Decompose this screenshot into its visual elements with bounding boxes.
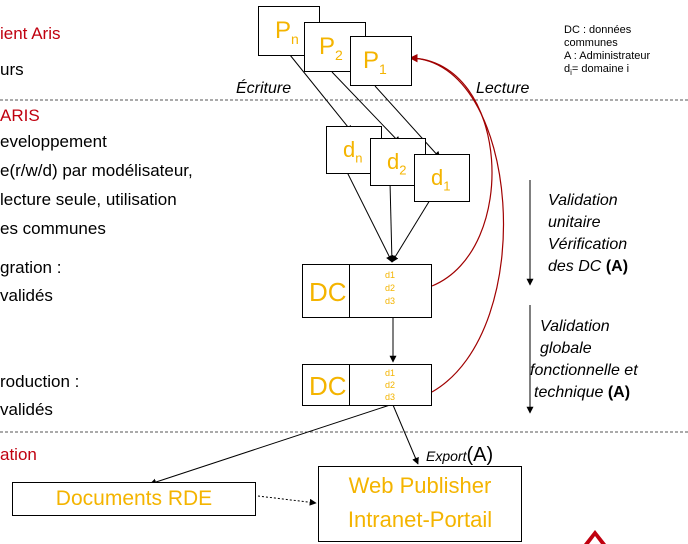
domain-dn-letter: d: [343, 137, 356, 162]
dev-line-1: eveloppement: [0, 132, 107, 151]
domain-d1-sub: 1: [443, 178, 451, 194]
legend-line-2: communes: [564, 37, 618, 49]
process-p2-letter: P: [319, 33, 336, 60]
production-line-2: validés: [0, 400, 53, 419]
dev-line-4: es communes: [0, 219, 106, 238]
arrow-p2-d2: [331, 71, 401, 144]
ecriture-label: Écriture: [236, 80, 292, 97]
integration-line-2: validés: [0, 286, 53, 305]
logo-mark-icon: [584, 530, 606, 544]
dc-box-production: DC d1 d2 d3: [302, 364, 432, 406]
web-publisher-box: Web Publisher Intranet-Portail: [318, 466, 522, 542]
dc-box-integration: DC d1 d2 d3: [302, 264, 432, 318]
legend-line-1: DC : données: [564, 24, 632, 36]
aris-section-title: ARIS: [0, 106, 40, 125]
dc-divider: [349, 265, 350, 317]
documents-rde-box: Documents RDE: [12, 482, 256, 516]
dc-domain-list: d1 d2 d3: [385, 367, 395, 403]
arrow-docs-web: [257, 495, 317, 506]
dc-label: DC: [309, 371, 347, 401]
legend-line-3: A : Administrateur: [564, 50, 651, 62]
domain-box-d1: d1: [414, 154, 470, 202]
arrow-d2-dc: [388, 181, 396, 263]
domain-d1-letter: d: [431, 165, 444, 190]
arrow-d1-dc: [391, 199, 431, 263]
arrow-dn-dc: [344, 167, 393, 263]
domain-dn-sub: n: [355, 150, 363, 166]
process-box-p1: P1: [350, 36, 412, 86]
export-text: Export: [426, 448, 467, 464]
legend-line-4: di= domaine i: [564, 63, 630, 78]
dc-item: d2: [385, 380, 396, 390]
legend: DC : données communes A : Administrateur…: [564, 24, 650, 79]
dc-item: d2: [385, 283, 396, 293]
dev-line-2: e(r/w/d) par modélisateur,: [0, 161, 193, 180]
lecture-label: Lecture: [476, 80, 530, 97]
integration-line-1: gration :: [0, 258, 62, 277]
validation-unit-text: Validation unitaire Vérification des DC …: [548, 190, 628, 278]
process-pn-letter: P: [275, 17, 292, 44]
arrow-to-documents: [149, 404, 391, 486]
dev-line-3: lecture seule, utilisation: [0, 190, 177, 209]
dc-item: d3: [385, 392, 396, 402]
dc-item: d3: [385, 296, 396, 306]
validation-unit-line-2: unitaire: [548, 214, 601, 231]
process-p2-sub: 2: [335, 46, 343, 63]
domain-d2-sub: 2: [399, 162, 407, 178]
arrow-pn-dn: [289, 54, 353, 133]
intranet-portal-label: Intranet-Portail: [347, 507, 493, 532]
dc-divider: [349, 365, 350, 405]
validation-unit-admin: (A): [605, 258, 629, 275]
validation-global-text: Validation globale fonctionnelle et tech…: [530, 316, 638, 404]
client-aris-title: ient Aris: [0, 24, 61, 43]
arrow-p1-d1: [374, 85, 441, 159]
publication-title: ation: [0, 445, 37, 464]
validation-global-line-1: Validation: [540, 318, 610, 335]
process-pn-sub: n: [291, 30, 299, 47]
validation-global-line-2: globale: [540, 340, 592, 357]
validation-unit-line-3: Vérification: [548, 236, 628, 253]
documents-rde-label: Documents RDE: [55, 487, 213, 510]
dc-item: d1: [385, 270, 396, 280]
web-publisher-label: Web Publisher: [348, 473, 492, 498]
validation-unit-line-4: des DC: [548, 258, 602, 275]
domain-d2-letter: d: [387, 149, 400, 174]
validation-unit-line-1: Validation: [548, 192, 618, 209]
dc-label: DC: [309, 277, 347, 307]
arc-read-dc2: [409, 57, 505, 393]
dc-domain-list: d1 d2 d3: [385, 269, 395, 308]
arrow-export: [392, 404, 419, 465]
validation-global-admin: (A): [607, 384, 631, 401]
client-users-line: urs: [0, 60, 24, 79]
dc-item: d1: [385, 368, 396, 378]
export-label: Export(A): [426, 444, 493, 467]
production-line-1: roduction :: [0, 372, 80, 391]
validation-global-line-4: technique: [534, 384, 604, 401]
process-p1-sub: 1: [379, 60, 387, 77]
export-admin: (A): [466, 444, 494, 466]
validation-global-line-3: fonctionnelle et: [530, 362, 638, 379]
process-p1-letter: P: [363, 47, 380, 74]
